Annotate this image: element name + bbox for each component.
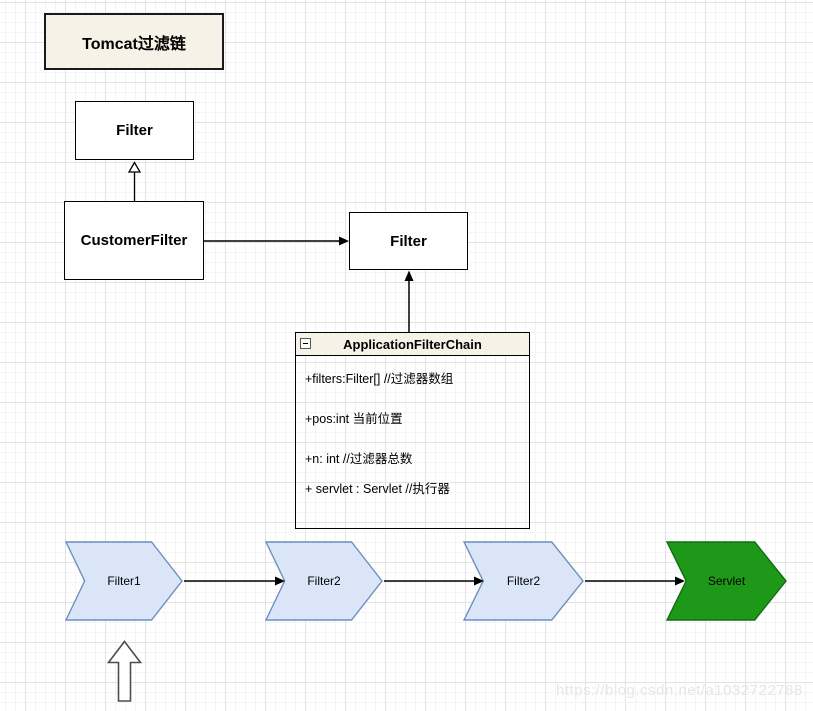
chain-step-label: Filter1	[107, 574, 141, 588]
afc-attribute-list: +filters:Filter[] //过滤器数组 +pos:int 当前位置 …	[296, 356, 529, 528]
class-label: Filter	[390, 232, 427, 250]
minus-glyph	[303, 343, 308, 344]
afc-header: ApplicationFilterChain	[296, 333, 529, 356]
chevron-shape	[65, 541, 183, 621]
class-box-customer-filter[interactable]: CustomerFilter	[64, 201, 204, 280]
diagram-title: Tomcat过滤链	[82, 35, 186, 53]
chain-step-servlet[interactable]: Servlet	[666, 541, 787, 621]
afc-class-name: ApplicationFilterChain	[343, 336, 482, 352]
up-arrow-shape[interactable]	[106, 640, 143, 702]
chain-step-label: Filter2	[506, 574, 541, 588]
inheritance-arrow[interactable]	[127, 161, 142, 202]
class-label: CustomerFilter	[80, 232, 188, 249]
chain-step-label: Filter2	[307, 574, 341, 588]
title-note-box[interactable]: Tomcat过滤链	[44, 13, 224, 70]
watermark-text: https://blog.csdn.net/a1032722788	[556, 682, 803, 699]
afc-attribute: +filters:Filter[] //过滤器数组	[305, 372, 454, 386]
chain-step-filter1[interactable]: Filter1	[65, 541, 183, 621]
class-box-filter-ref[interactable]: Filter	[349, 212, 468, 270]
minus-square-icon[interactable]	[300, 338, 311, 349]
chevron-shape	[666, 541, 787, 621]
association-arrow-afc-filter[interactable]	[404, 270, 414, 333]
chain-step-filter2b[interactable]: Filter2	[463, 541, 584, 621]
class-box-filter-base[interactable]: Filter	[75, 101, 194, 160]
class-label: Filter	[116, 122, 153, 139]
association-arrow-customerfilter-filter[interactable]	[203, 236, 349, 246]
afc-attribute: + servlet : Servlet //执行器	[305, 482, 450, 496]
afc-attribute: +pos:int 当前位置	[305, 412, 403, 426]
chain-step-label: Servlet	[707, 574, 746, 588]
class-box-application-filter-chain[interactable]: ApplicationFilterChain +filters:Filter[]…	[295, 332, 530, 529]
afc-attribute: +n: int //过滤器总数	[305, 452, 413, 466]
chain-step-filter2[interactable]: Filter2	[265, 541, 383, 621]
